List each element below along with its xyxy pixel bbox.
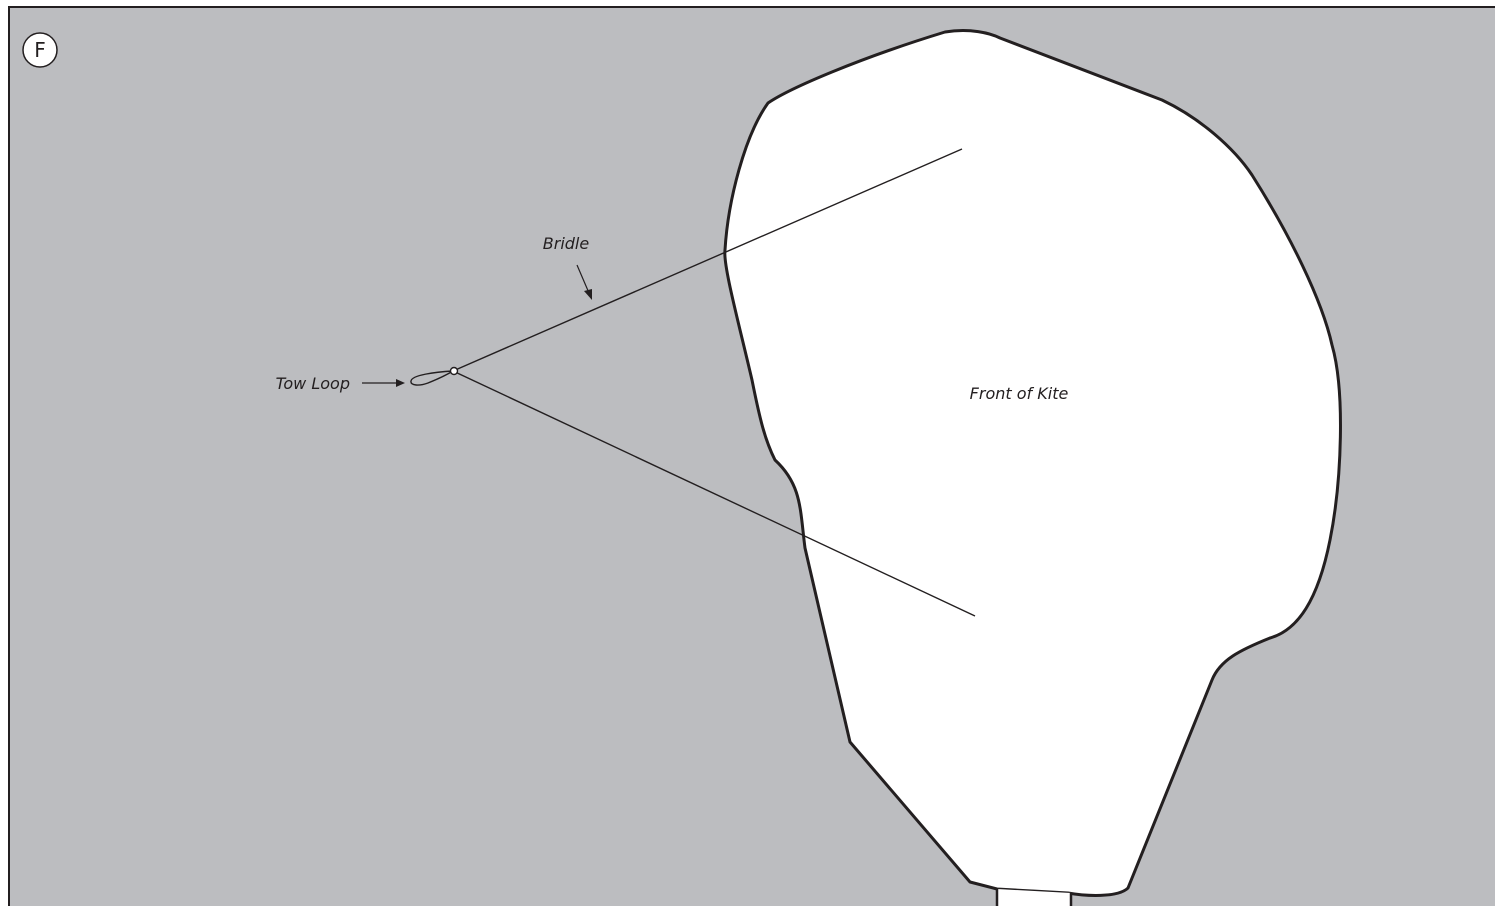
- step-marker-letter: F: [34, 38, 46, 62]
- tow-loop-label: Tow Loop: [276, 374, 350, 393]
- front-of-kite-label: Front of Kite: [970, 384, 1069, 403]
- step-marker: F: [23, 33, 57, 67]
- tow-loop-knot: [451, 368, 458, 375]
- bridle-label: Bridle: [543, 234, 590, 253]
